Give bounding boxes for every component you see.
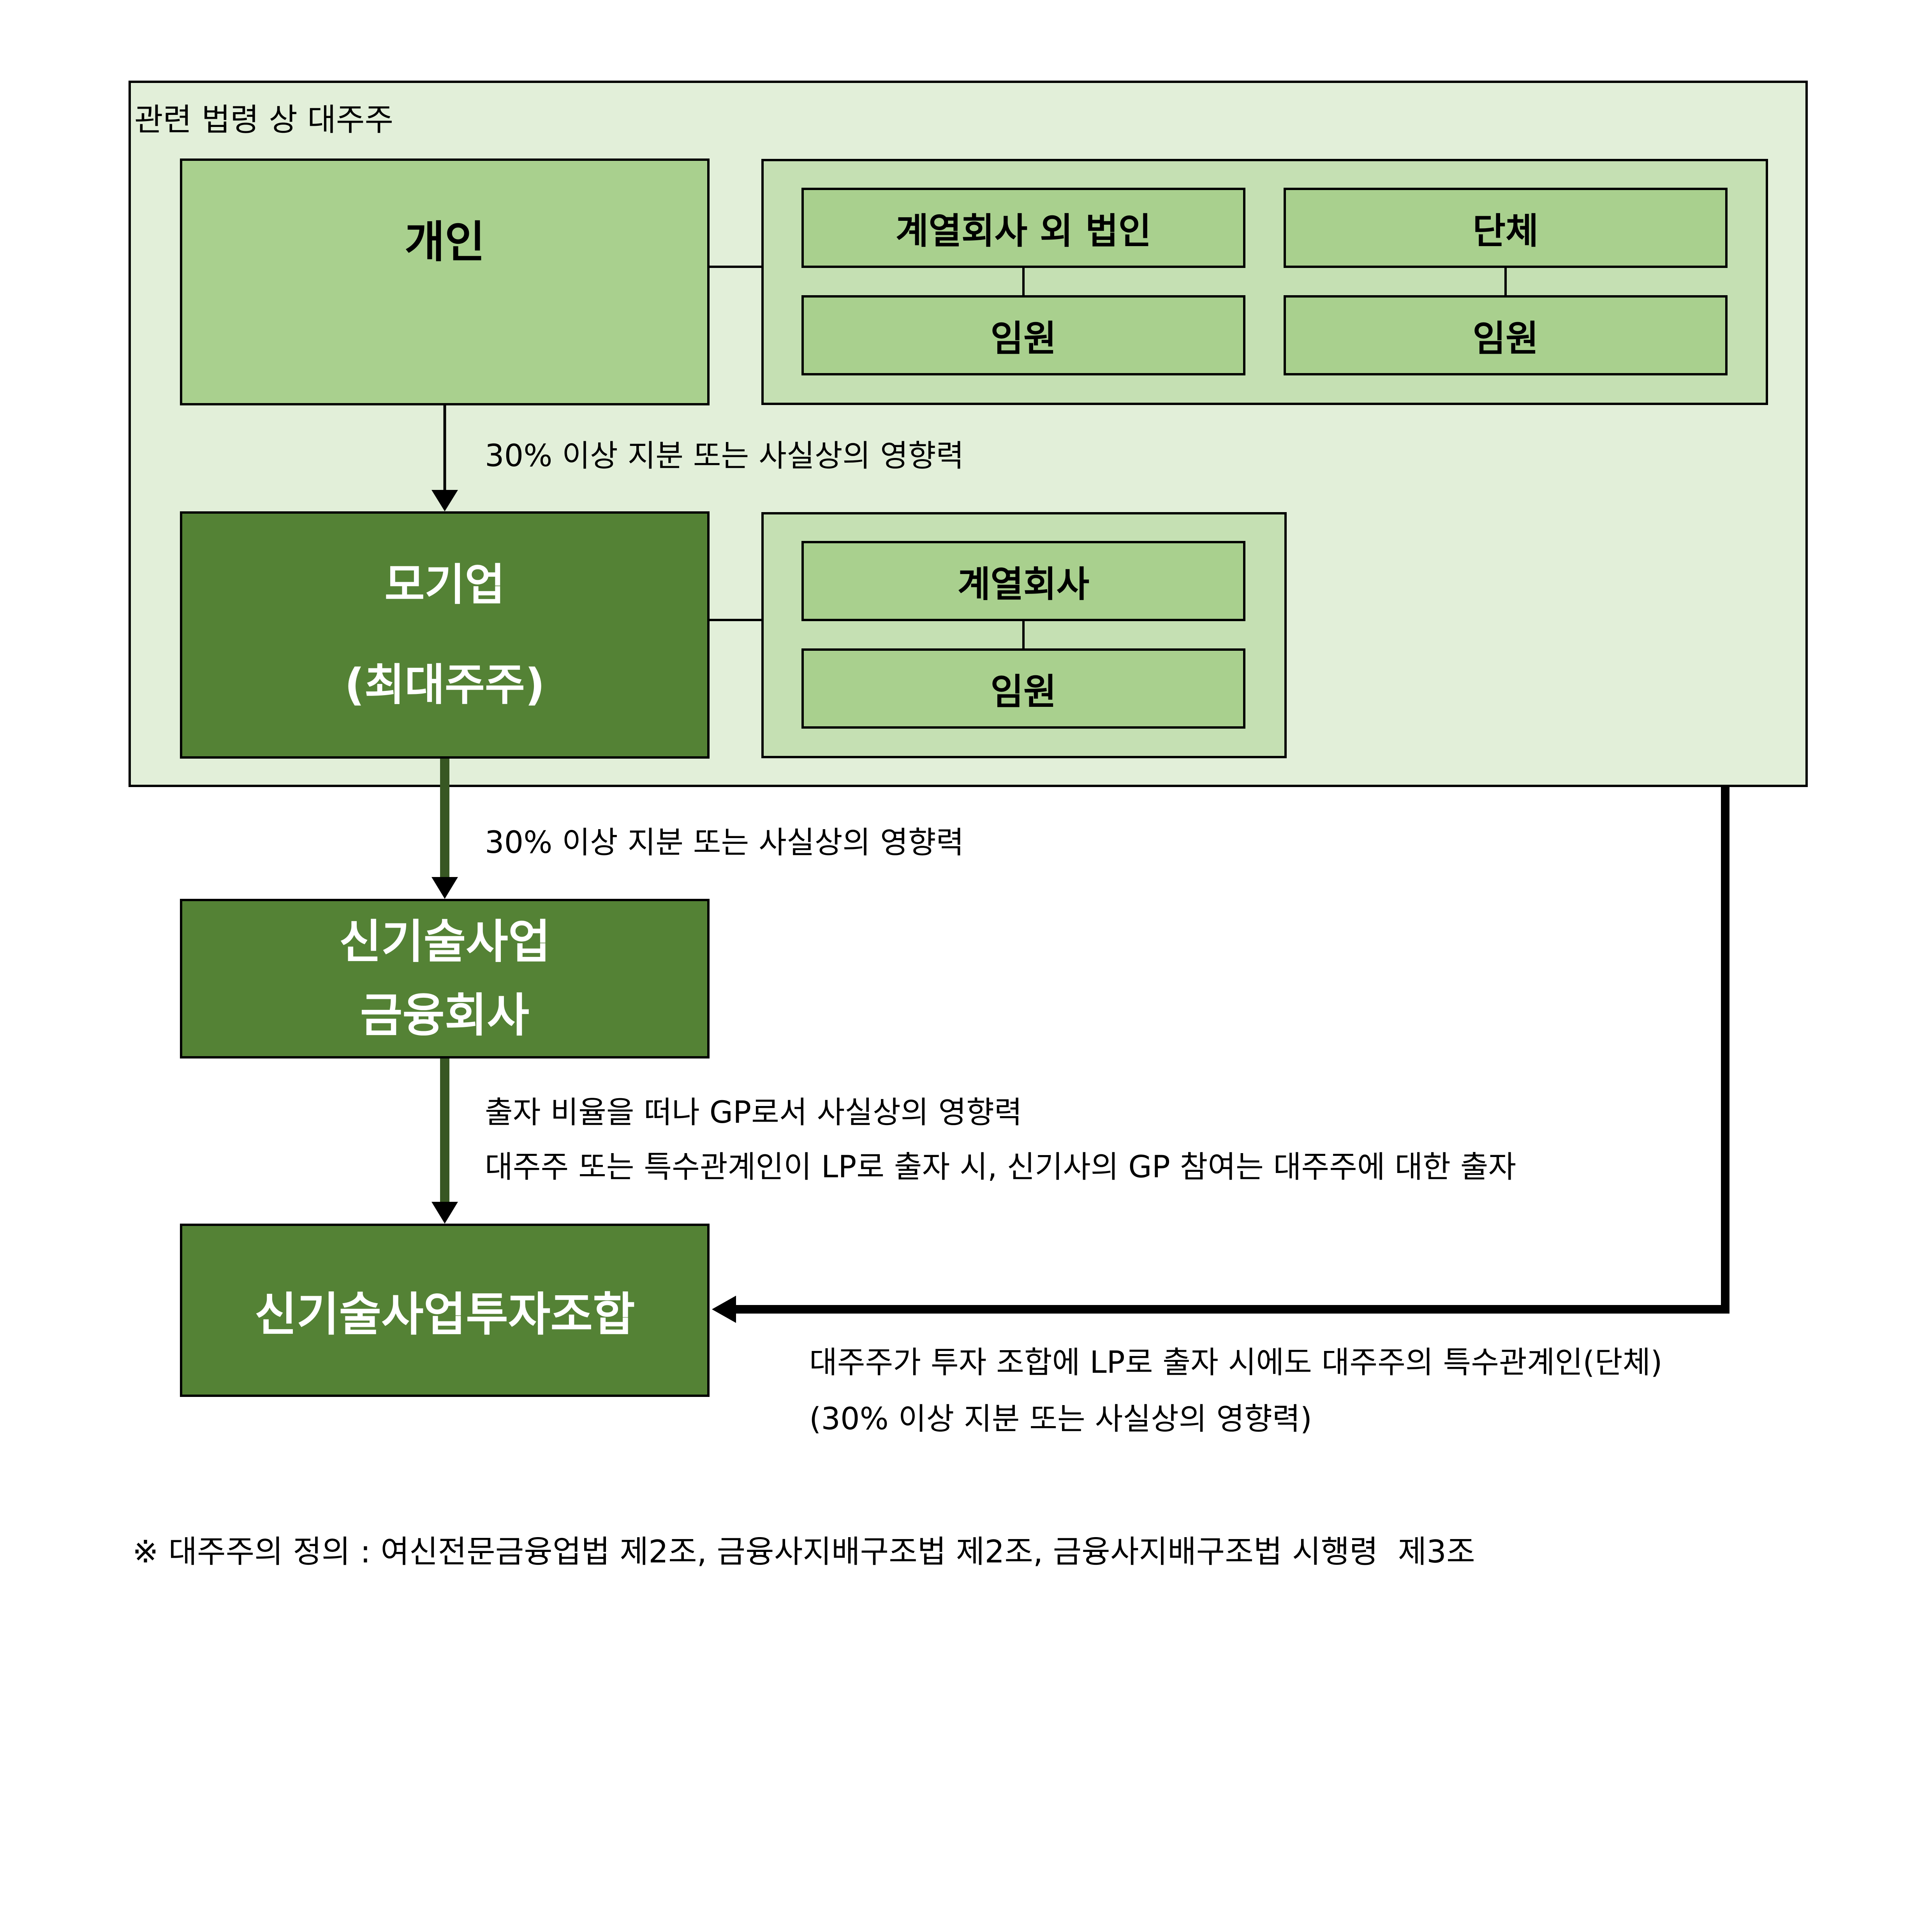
individual-to-parent-label: 30% 이상 지분 또는 사실상의 영향력	[485, 439, 964, 474]
footnote: ※ 대주주의 정의 : 여신전문금융업법 제2조, 금융사지배구조법 제2조, …	[132, 1534, 1475, 1570]
shareholder-to-fund-label: 대주주가 투자 조합에 LP로 출자 시에도 대주주의 특수관계인(단체)	[809, 1345, 1663, 1380]
individual-node: 개인	[180, 159, 710, 405]
group-officer-node: 임원	[1284, 295, 1728, 375]
parent-company-sublabel: (최대주주)	[344, 660, 545, 710]
parent-to-company-arrowhead	[431, 877, 458, 899]
ntf-fund-node: 신기술사업투자조합	[180, 1224, 710, 1397]
parent-company-label: 모기업	[384, 560, 505, 610]
parent-to-company-label: 30% 이상 지분 또는 사실상의 영향력	[485, 825, 964, 860]
major-shareholder-group-label: 관련 법령 상 대주주	[134, 102, 394, 138]
affiliate-officer-node: 임원	[801, 648, 1245, 729]
affiliate-label: 계열회사	[957, 563, 1090, 605]
ntf-company-label: 신기술사업	[339, 915, 551, 969]
affiliate-node: 계열회사	[801, 541, 1245, 621]
shareholder-to-fund-arrow-line	[732, 787, 1729, 1314]
ntf-company-sublabel: 금융회사	[360, 988, 530, 1042]
shareholder-to-fund-arrowhead	[712, 1296, 736, 1323]
company-to-fund-sublabel: 대주주 또는 특수관계인이 LP로 출자 시, 신기사의 GP 참여는 대주주에…	[485, 1150, 1516, 1185]
individual-to-parent-arrowhead	[431, 490, 458, 511]
ntf-fund-label: 신기술사업투자조합	[254, 1287, 635, 1341]
group-label: 단체	[1472, 210, 1539, 252]
affiliate-other-corp-officer-label: 임원	[990, 317, 1057, 359]
shareholder-to-fund-sublabel: (30% 이상 지분 또는 사실상의 영향력)	[809, 1402, 1312, 1437]
affiliate-other-corp-officer-node: 임원	[801, 295, 1245, 375]
ntf-company-node: 신기술사업 금융회사	[180, 899, 710, 1058]
parent-company-node: 모기업 (최대주주)	[180, 511, 710, 759]
affiliate-other-corp-node: 계열회사 외 법인	[801, 188, 1245, 268]
company-to-fund-arrowhead	[431, 1202, 458, 1224]
individual-label: 개인	[404, 217, 485, 268]
affiliate-other-corp-label: 계열회사 외 법인	[895, 210, 1152, 252]
group-officer-label: 임원	[1472, 317, 1539, 359]
company-to-fund-label: 출자 비율을 떠나 GP로서 사실상의 영향력	[485, 1095, 1022, 1130]
group-node: 단체	[1284, 188, 1728, 268]
affiliate-officer-label: 임원	[990, 671, 1057, 713]
